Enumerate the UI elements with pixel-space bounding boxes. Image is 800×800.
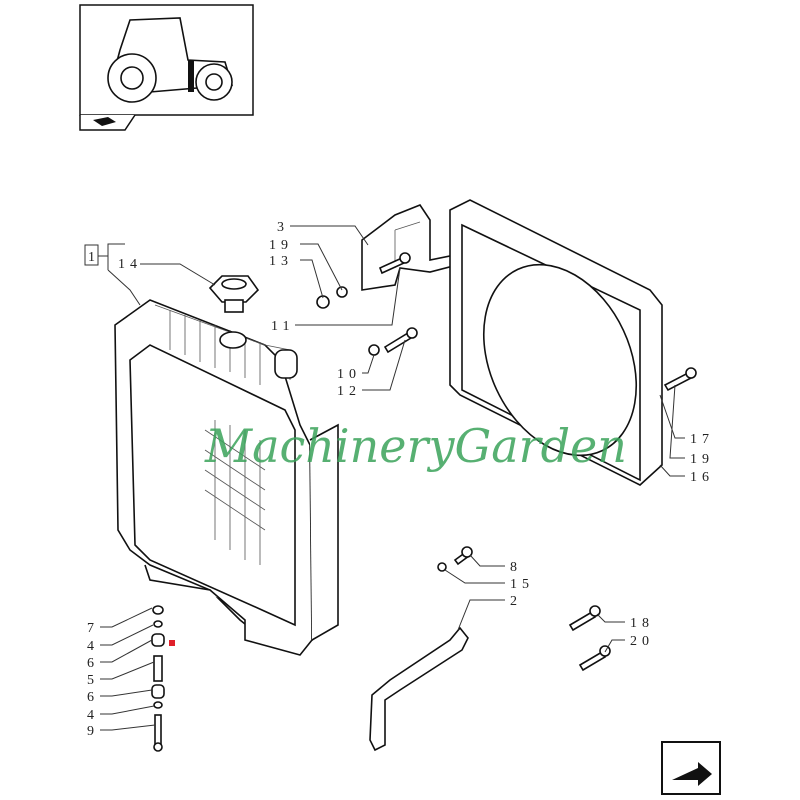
- label-15[interactable]: 15: [510, 577, 534, 592]
- label-18[interactable]: 18: [630, 616, 654, 631]
- label-14[interactable]: 14: [118, 257, 142, 272]
- arrow-icon: [672, 762, 712, 786]
- next-page-button[interactable]: [661, 741, 721, 795]
- marker: [169, 640, 175, 646]
- hardware: [151, 252, 697, 752]
- bracket[interactable]: [361, 204, 458, 291]
- label-1[interactable]: 1: [88, 250, 100, 265]
- label-12[interactable]: 12: [337, 384, 361, 399]
- label-17[interactable]: 17: [690, 432, 714, 447]
- label-6b[interactable]: 6: [87, 690, 99, 705]
- label-19[interactable]: 19: [269, 238, 293, 253]
- label-4[interactable]: 4: [87, 639, 99, 654]
- fan-shroud[interactable]: [449, 199, 666, 486]
- label-13[interactable]: 13: [269, 254, 293, 269]
- label-10[interactable]: 10: [337, 367, 361, 382]
- label-8[interactable]: 8: [510, 560, 522, 575]
- label-9[interactable]: 9: [87, 724, 99, 739]
- label-16[interactable]: 16: [690, 470, 714, 485]
- label-3[interactable]: 3: [277, 220, 289, 235]
- label-11[interactable]: 11: [271, 319, 294, 334]
- label-19b[interactable]: 19: [690, 452, 714, 467]
- label-4b[interactable]: 4: [87, 708, 99, 723]
- label-2[interactable]: 2: [510, 594, 522, 609]
- label-6[interactable]: 6: [87, 656, 99, 671]
- tractor-thumbnail[interactable]: [79, 4, 254, 131]
- watermark: MachineryGarden: [204, 419, 627, 473]
- arrow-icon: [93, 117, 116, 126]
- label-7[interactable]: 7: [87, 621, 99, 636]
- radiator-cap[interactable]: [208, 275, 260, 313]
- label-20[interactable]: 20: [630, 634, 654, 649]
- radiator[interactable]: [114, 299, 339, 656]
- leader-lines: [98, 225, 685, 731]
- label-5[interactable]: 5: [87, 673, 99, 688]
- support-stay[interactable]: [369, 626, 469, 752]
